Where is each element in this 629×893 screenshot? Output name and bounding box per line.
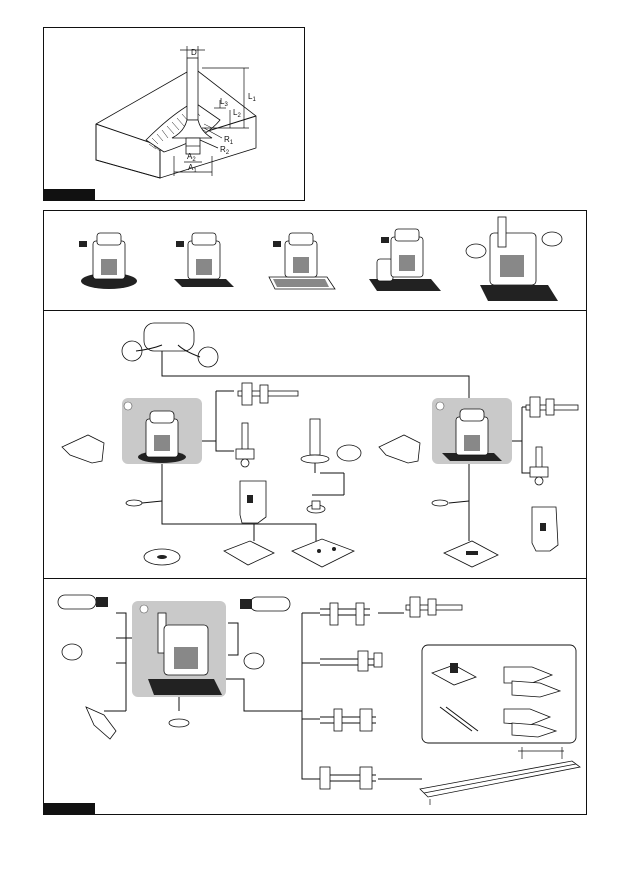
router-illustrations: [44, 211, 588, 816]
guide-rail: [420, 761, 580, 797]
router-variant-1: [79, 233, 137, 289]
handle-assembly: [122, 323, 218, 367]
guide-rail-adapter: [320, 767, 376, 789]
guide-rod-set-1: [320, 603, 370, 625]
figure-router-variants: [43, 210, 587, 815]
label-d: D: [191, 48, 197, 57]
knob-part: [337, 445, 361, 461]
router-variant-5: [466, 217, 562, 301]
straight-guide-left: [238, 383, 298, 405]
guide-rod-set-2: [320, 651, 382, 671]
router-variant-2: [174, 233, 234, 287]
guide-rod-set-3: [320, 709, 376, 731]
bit-diagram: D L1 L2 L3 R1 R2 A2 A1: [44, 28, 306, 202]
side-handle-left: [58, 595, 108, 609]
bit-shank: [187, 58, 198, 120]
trimmer-guide-right: [530, 447, 548, 485]
bit-adapter-center: [307, 501, 325, 513]
knob-left: [62, 644, 82, 660]
dust-nozzle-right: [379, 435, 420, 463]
inset-box: [422, 645, 576, 743]
trimmer-guide-left: [236, 423, 254, 467]
side-handle-right: [240, 597, 290, 611]
label-l1: L1: [248, 92, 256, 103]
template-guide-bottom: [169, 719, 189, 727]
template-guide-right: [432, 500, 448, 506]
dust-nozzle-left: [62, 435, 104, 463]
figure-bit-dimensions: D L1 L2 L3 R1 R2 A2 A1: [43, 27, 305, 201]
router-variant-3: [269, 233, 335, 289]
template-guide-left: [126, 500, 142, 506]
offset-base: [292, 539, 354, 567]
square-base: [224, 541, 274, 565]
straight-guide-right: [526, 397, 578, 417]
knob-right: [244, 653, 264, 669]
roller-guide: [301, 419, 329, 473]
dust-port: [86, 707, 116, 739]
router-variant-4: [369, 229, 441, 291]
straight-guide-bottom: [406, 597, 462, 617]
